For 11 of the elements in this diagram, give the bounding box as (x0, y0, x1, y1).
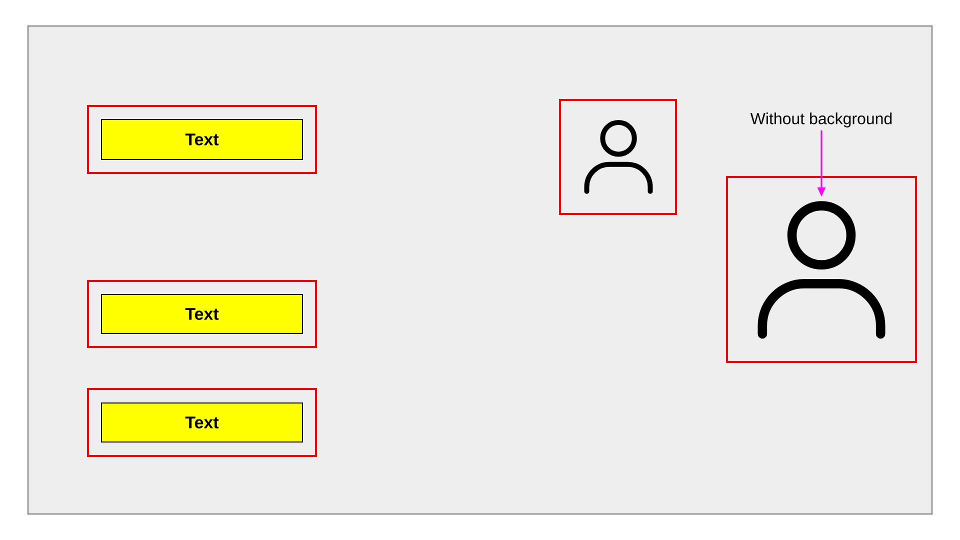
outline-box (559, 99, 677, 215)
outline-box (726, 176, 917, 363)
outline-box (87, 388, 317, 458)
text-box: Text (101, 402, 303, 443)
outline-box (87, 280, 317, 348)
text-box: Text (101, 294, 303, 334)
text-box: Text (101, 119, 303, 160)
person-icon (584, 120, 653, 194)
person-icon (758, 201, 886, 339)
annotation-text: Without background (750, 112, 892, 128)
outline-box (87, 105, 317, 174)
